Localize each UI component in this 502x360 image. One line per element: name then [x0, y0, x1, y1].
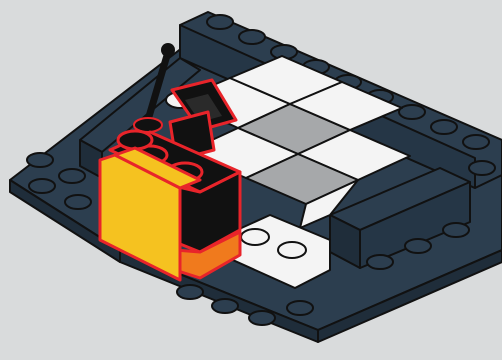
instruction-illustration [0, 0, 502, 355]
